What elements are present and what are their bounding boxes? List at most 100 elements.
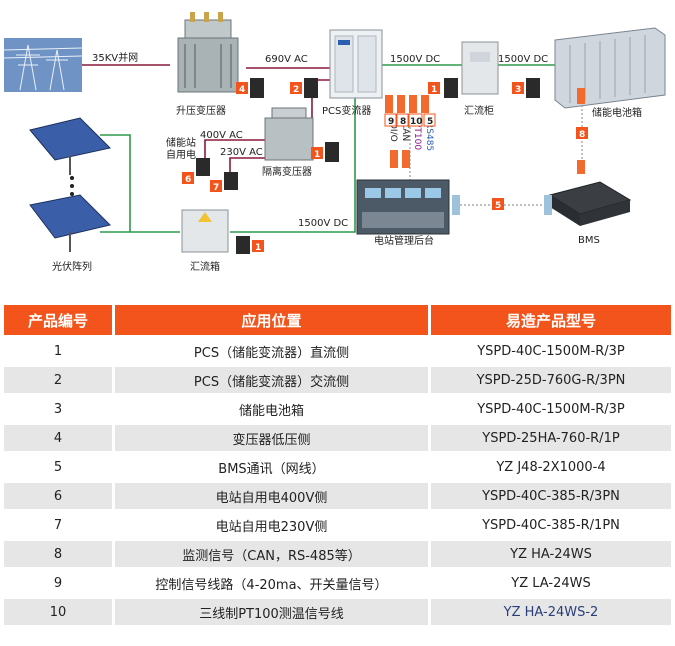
label-station-self-use-2: 自用电	[166, 148, 196, 161]
badge-3: 3	[512, 82, 524, 95]
label-bms: BMS	[578, 235, 600, 246]
header-product-no: 产品编号	[4, 305, 112, 335]
system-diagram: 35KV并网 690V AC 1500V DC 1500V DC 升压变压器 P…	[3, 12, 666, 273]
label-1500v-dc-right: 1500V DC	[498, 54, 548, 65]
cell-product-no: 5	[4, 454, 112, 480]
badge-8-battery: 8	[576, 127, 588, 140]
svg-text:8: 8	[579, 130, 585, 140]
cell-location: 三线制PT100测温信号线	[112, 599, 428, 625]
cell-product-no: 8	[4, 541, 112, 567]
cell-model: YZ HA-24WS	[428, 541, 671, 567]
cell-product-no: 4	[4, 425, 112, 451]
solar-panel-icon	[29, 117, 112, 252]
label-step-up-transformer: 升压变压器	[176, 104, 226, 117]
badge-7: 7	[210, 180, 222, 193]
svg-text:4: 4	[239, 85, 245, 95]
cell-product-no: 9	[4, 570, 112, 596]
label-station-self-use-1: 储能站	[166, 136, 196, 149]
label-230v-ac: 230V AC	[220, 147, 263, 158]
badge-6: 6	[182, 172, 194, 185]
svg-text:1: 1	[431, 85, 437, 95]
badge-1-isolation: 1	[311, 147, 323, 160]
step-up-transformer-icon	[177, 12, 239, 93]
badge-2: 2	[290, 82, 302, 95]
badge-10: 10	[408, 113, 423, 127]
cell-location: 电站自用电230V侧	[112, 512, 428, 538]
label-combiner-box: 汇流箱	[190, 260, 220, 273]
label-signal-can: CAN	[400, 122, 410, 141]
combiner-box-icon	[181, 209, 229, 253]
table-header-row: 产品编号 应用位置 易造产品型号	[4, 305, 671, 335]
cell-location: PCS（储能变流器）直流侧	[112, 338, 428, 364]
svg-text:5: 5	[495, 201, 501, 211]
cell-model: YZ HA-24WS-2	[428, 599, 671, 625]
svg-text:10: 10	[410, 117, 423, 127]
cell-product-no: 10	[4, 599, 112, 625]
label-signal-rs485: RS485	[424, 122, 434, 151]
label-1500v-dc-top: 1500V DC	[390, 54, 440, 65]
svg-text:3: 3	[515, 85, 521, 95]
cell-product-no: 1	[4, 338, 112, 364]
spd-device-icons	[196, 78, 540, 254]
label-control-room: 电站管理后台	[374, 234, 434, 247]
cell-model: YSPD-40C-385-R/3PN	[428, 483, 671, 509]
label-grid-35kv: 35KV并网	[92, 51, 138, 64]
bms-device-icon	[548, 181, 632, 226]
svg-text:7: 7	[213, 183, 219, 193]
svg-text:9: 9	[388, 117, 394, 127]
badge-1-pcs: 1	[428, 82, 440, 95]
label-isolation-transformer: 隔离变压器	[262, 165, 312, 178]
dc-lines	[100, 64, 555, 233]
cell-model: YSPD-40C-1500M-R/3P	[428, 396, 671, 422]
cell-model: YSPD-40C-385-R/1PN	[428, 512, 671, 538]
badge-5-bms: 5	[492, 198, 504, 211]
svg-text:2: 2	[293, 85, 299, 95]
cell-location: 监测信号（CAN，RS-485等）	[112, 541, 428, 567]
cell-model: YZ LA-24WS	[428, 570, 671, 596]
cell-model: YSPD-40C-1500M-R/3P	[428, 338, 671, 364]
isolation-transformer-icon	[264, 107, 314, 161]
badge-1-combiner: 1	[252, 240, 264, 253]
line-400v-ac	[204, 139, 265, 158]
line-230v-ac	[229, 157, 265, 172]
label-pv-array: 光伏阵列	[52, 260, 92, 273]
cell-location: BMS通讯（网线）	[112, 454, 428, 480]
svg-text:1: 1	[255, 243, 261, 253]
svg-text:8: 8	[400, 117, 406, 127]
cell-location: 控制信号线路（4-20ma、开关量信号）	[112, 570, 428, 596]
badge-4: 4	[236, 82, 248, 95]
cell-location: 储能电池箱	[112, 396, 428, 422]
signal-module-icons	[452, 195, 552, 215]
cell-product-no: 6	[4, 483, 112, 509]
label-combiner-cabinet: 汇流柜	[464, 104, 494, 117]
header-model: 易造产品型号	[428, 305, 671, 335]
battery-container-icon	[554, 27, 666, 109]
badge-5-signal: 5	[423, 113, 436, 127]
cell-model: YSPD-25D-760G-R/3PN	[428, 367, 671, 393]
label-400v-ac: 400V AC	[200, 130, 243, 141]
header-location: 应用位置	[112, 305, 428, 335]
cell-product-no: 2	[4, 367, 112, 393]
label-signal-di: DI/O	[388, 122, 398, 142]
label-signal-pt100: PT100	[412, 122, 422, 150]
svg-text:5: 5	[427, 117, 433, 127]
cell-location: 变压器低压侧	[112, 425, 428, 451]
control-room-icon	[356, 179, 450, 235]
line-1500v-dc-pv	[100, 134, 180, 233]
signal-spd-icons	[385, 88, 585, 174]
label-pcs-converter: PCS变流器	[322, 104, 371, 117]
svg-text:6: 6	[185, 175, 191, 185]
label-battery-box: 储能电池箱	[592, 106, 642, 119]
badge-8-signal: 8	[396, 113, 409, 127]
cell-product-no: 3	[4, 396, 112, 422]
pcs-converter-icon	[329, 29, 383, 99]
